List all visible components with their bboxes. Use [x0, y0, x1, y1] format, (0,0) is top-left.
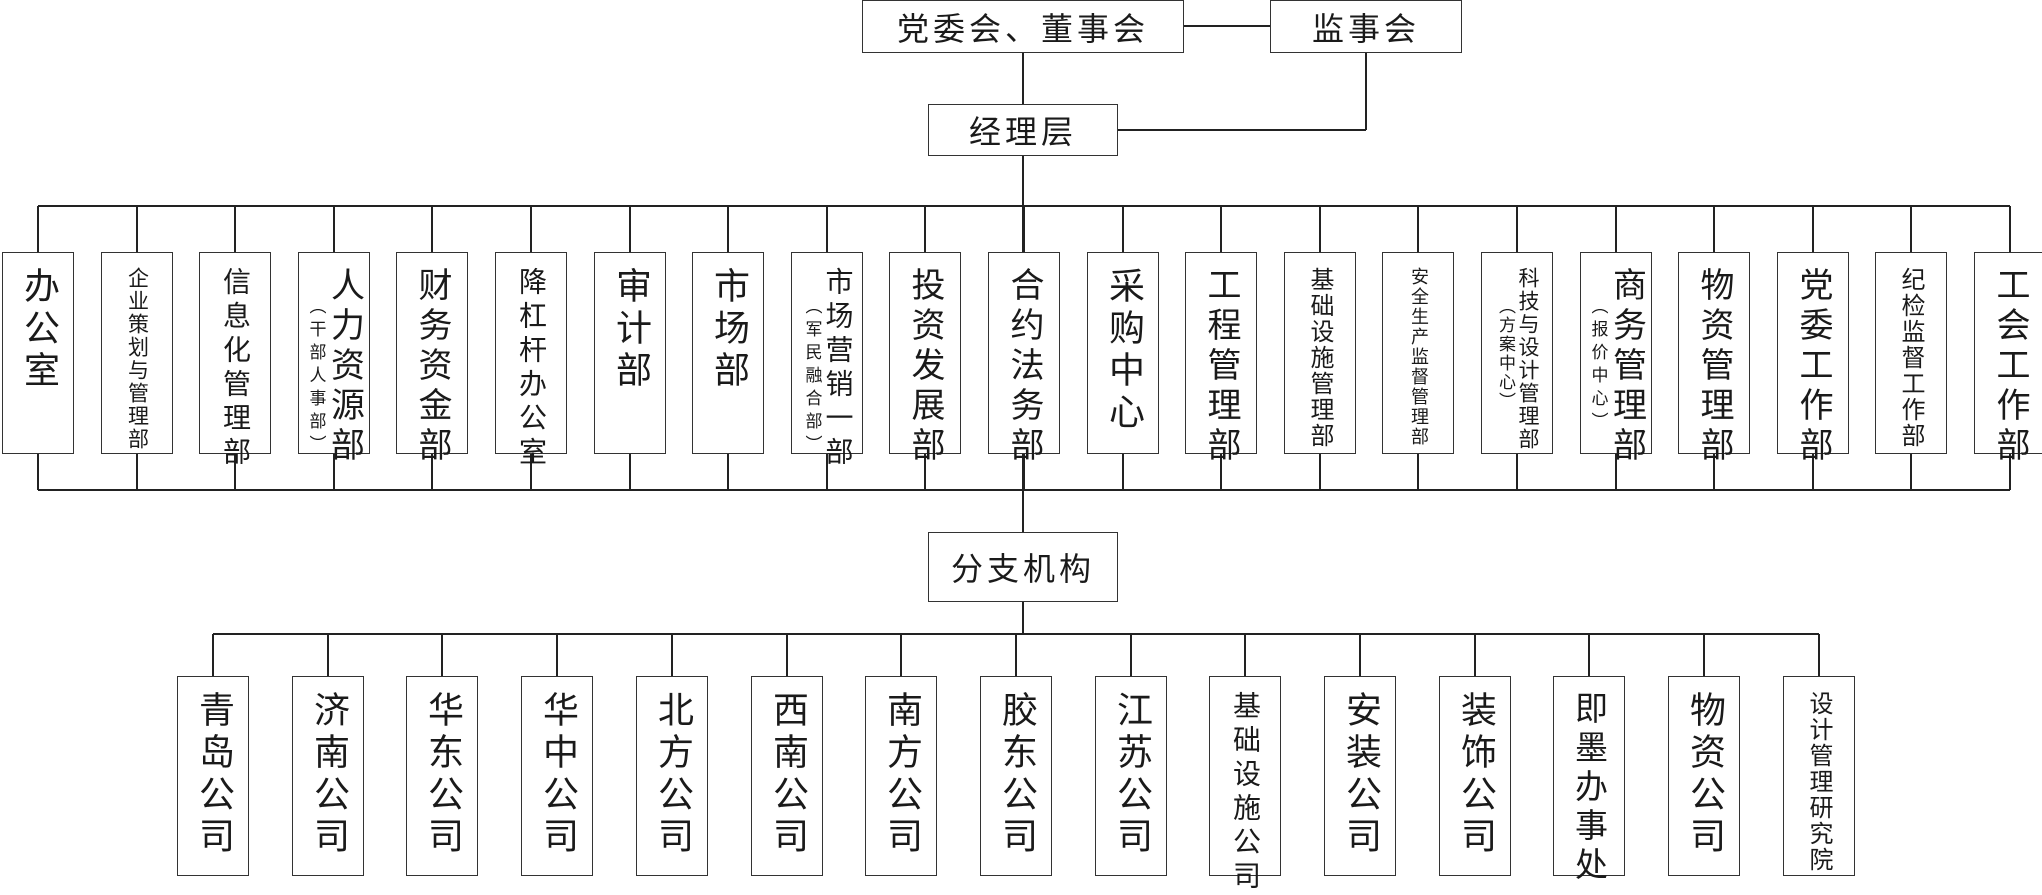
department-sublabel: （军民融合部）: [801, 297, 822, 458]
department-box: 人力资源部（干部人事部）: [298, 252, 370, 467]
department-box: 安全生产监督管理部: [1382, 252, 1454, 454]
branch-label: 北方公司: [652, 691, 693, 859]
branch-label: 装饰公司: [1455, 691, 1496, 859]
department-sublabel: （方案中心）: [1495, 297, 1515, 411]
department-label: 商务管理部: [1606, 267, 1647, 467]
department-box: 办公室: [2, 252, 74, 454]
department-box: 市场部: [692, 252, 764, 454]
department-sublabel: （报价中心）: [1587, 297, 1608, 435]
department-label: 办公室: [18, 267, 59, 393]
branch-box: 华东公司: [406, 676, 478, 876]
supervisory-board-label: 监事会: [1311, 9, 1420, 48]
department-label: 科技与设计管理部: [1516, 267, 1540, 451]
department-label: 采购中心: [1103, 267, 1144, 435]
branch-label: 胶东公司: [996, 691, 1037, 859]
department-label: 人力资源部: [324, 267, 365, 467]
department-label: 工程管理部: [1201, 267, 1241, 467]
department-box: 投资发展部: [889, 252, 961, 467]
branch-box: 设计管理研究院: [1783, 676, 1855, 876]
department-label: 基础设施管理部: [1306, 267, 1334, 449]
department-box: 降杠杆办公室: [495, 252, 567, 471]
department-label: 合约法务部: [1004, 267, 1044, 467]
branch-box: 安装公司: [1324, 676, 1396, 876]
branch-label: 西南公司: [767, 691, 808, 859]
department-label: 投资发展部: [905, 267, 945, 467]
department-label: 工会工作部: [1990, 267, 2030, 467]
branch-box: 装饰公司: [1439, 676, 1511, 876]
department-label: 市场营销一部: [821, 267, 855, 471]
branch-label: 即墨办事处: [1569, 691, 1609, 886]
department-box: 采购中心: [1087, 252, 1159, 454]
department-label: 企业策划与管理部: [125, 267, 150, 451]
branch-box: 济南公司: [292, 676, 364, 876]
department-box: 基础设施管理部: [1284, 252, 1356, 454]
branch-label: 青岛公司: [193, 691, 234, 859]
department-box: 企业策划与管理部: [101, 252, 173, 454]
branch-label: 设计管理研究院: [1805, 691, 1833, 873]
branch-box: 北方公司: [636, 676, 708, 876]
department-label: 党委工作部: [1793, 267, 1833, 467]
branch-box: 物资公司: [1668, 676, 1740, 876]
management-label: 经理层: [968, 113, 1077, 151]
branch-label: 物资公司: [1684, 691, 1725, 859]
department-box: 党委工作部: [1777, 252, 1849, 467]
department-label: 审计部: [610, 267, 651, 393]
branch-box: 华中公司: [521, 676, 593, 876]
department-label: 降杠杆办公室: [515, 267, 548, 471]
department-sublabel: （干部人事部）: [305, 297, 326, 458]
branch-box: 胶东公司: [980, 676, 1052, 876]
department-box: 市场营销一部（军民融合部）: [791, 252, 863, 471]
supervisory-board-box: 监事会: [1270, 0, 1462, 53]
department-label: 纪检监督工作部: [1897, 267, 1925, 449]
branch-label: 江苏公司: [1111, 691, 1152, 859]
department-box: 商务管理部（报价中心）: [1580, 252, 1652, 467]
branch-label: 南方公司: [881, 691, 922, 859]
department-box: 审计部: [594, 252, 666, 454]
department-box: 工会工作部: [1974, 252, 2042, 467]
department-box: 科技与设计管理部（方案中心）: [1481, 252, 1553, 454]
department-box: 合约法务部: [988, 252, 1060, 467]
department-label: 市场部: [708, 267, 749, 393]
branch-institutions-label: 分支机构: [950, 550, 1095, 588]
board-label: 党委会、董事会: [896, 9, 1149, 48]
branch-box: 即墨办事处: [1553, 676, 1625, 886]
management-box: 经理层: [928, 104, 1118, 156]
department-box: 纪检监督工作部: [1875, 252, 1947, 454]
branch-institutions-box: 分支机构: [928, 532, 1118, 602]
department-box: 信息化管理部: [199, 252, 271, 471]
department-label: 安全生产监督管理部: [1408, 267, 1429, 447]
branch-label: 安装公司: [1340, 691, 1381, 859]
branch-box: 青岛公司: [177, 676, 249, 876]
board-box: 党委会、董事会: [862, 0, 1184, 53]
branch-box: 西南公司: [751, 676, 823, 876]
branch-label: 华中公司: [537, 691, 578, 859]
branch-box: 基础设施公司: [1209, 676, 1281, 895]
branch-label: 济南公司: [308, 691, 349, 859]
department-label: 财务资金部: [412, 267, 452, 467]
department-box: 物资管理部: [1678, 252, 1750, 467]
branch-box: 南方公司: [865, 676, 937, 876]
department-label: 物资管理部: [1694, 267, 1734, 467]
department-label: 信息化管理部: [219, 267, 252, 471]
department-box: 财务资金部: [396, 252, 468, 467]
branch-label: 华东公司: [422, 691, 463, 859]
branch-label: 基础设施公司: [1229, 691, 1262, 895]
branch-box: 江苏公司: [1095, 676, 1167, 876]
department-box: 工程管理部: [1185, 252, 1257, 467]
